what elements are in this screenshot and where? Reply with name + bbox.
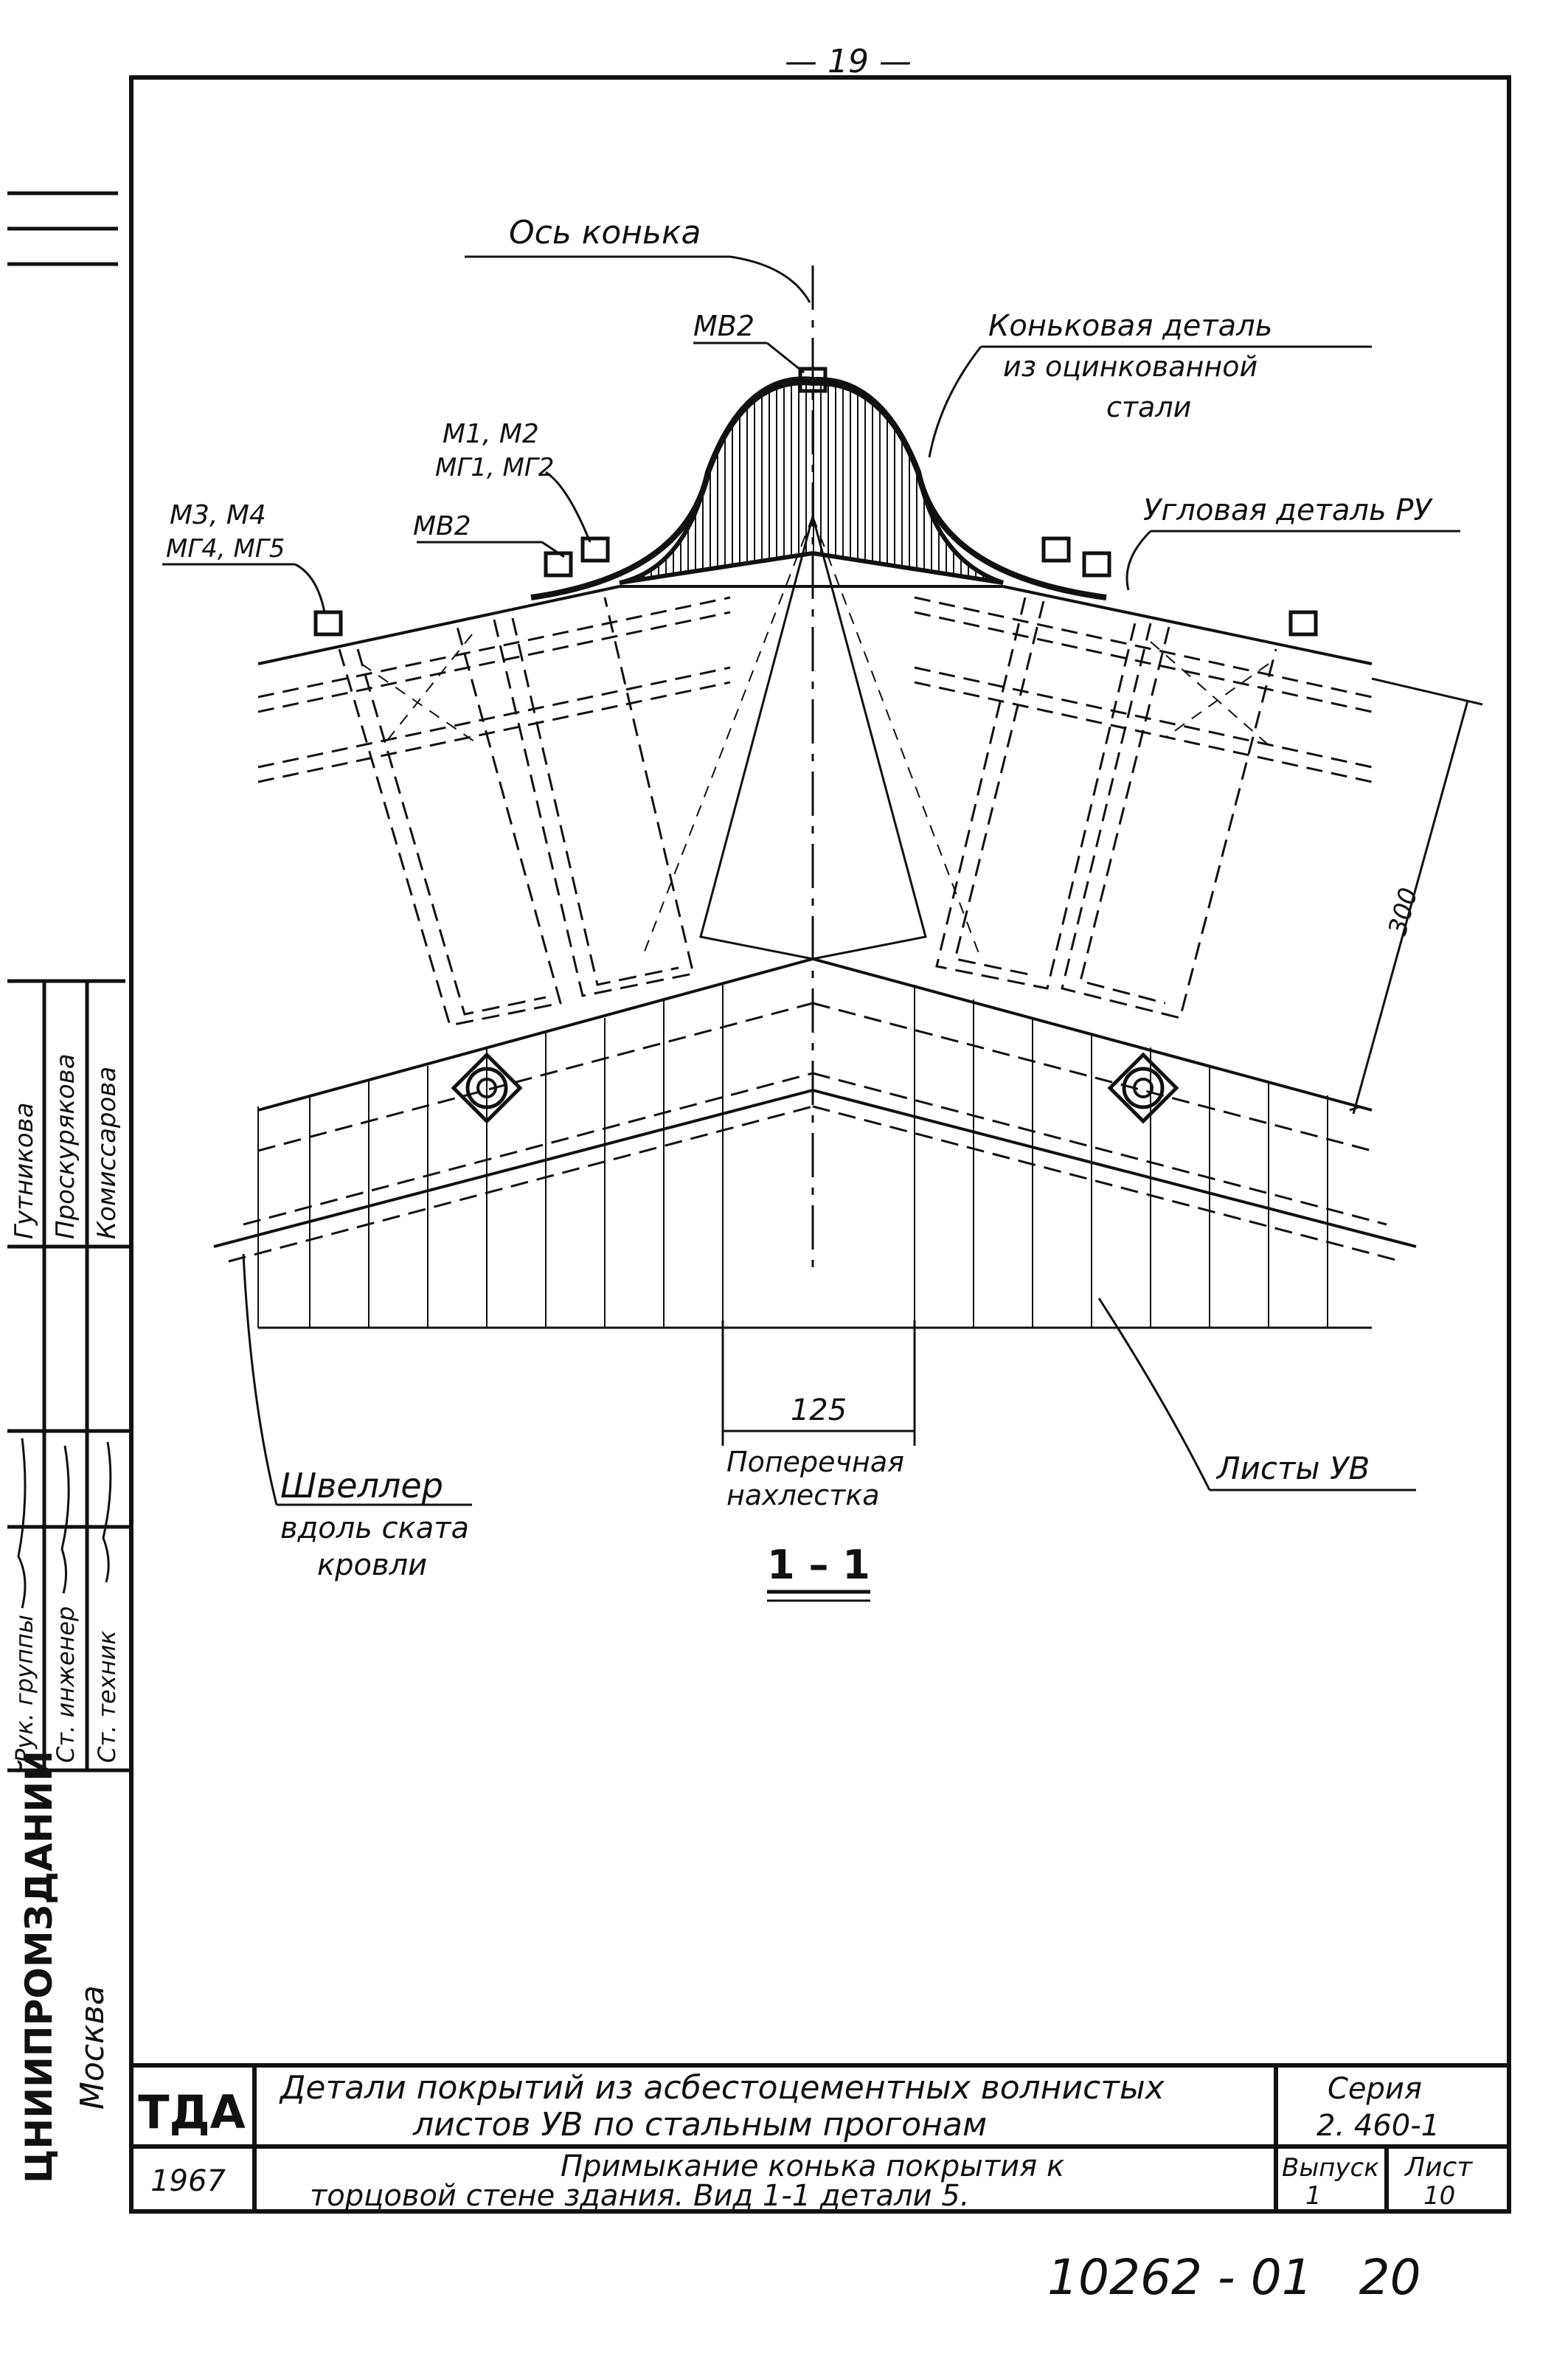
label-m1m2-2: МГ1, МГ2 <box>435 453 554 482</box>
title-code: ТДА <box>138 2085 246 2139</box>
sheet-left-top <box>257 957 814 1112</box>
corrugation-verticals <box>257 985 1328 1328</box>
stamp-signatures <box>17 1438 112 1609</box>
label-m3m4-2: МГ4, МГ5 <box>166 534 285 564</box>
section-mark: 1 – 1 <box>767 1542 870 1588</box>
label-ridge-detail-3: стали <box>1106 391 1191 423</box>
footer-number: 10262 - 01 20 <box>1047 2249 1421 2306</box>
title-block <box>131 2063 1509 2211</box>
binding-marks <box>7 191 131 1773</box>
page-number: — 19 — <box>785 43 912 80</box>
stamp-city: Москва <box>74 1985 111 2110</box>
dimension-300-label: 300 <box>1383 884 1423 938</box>
series-value: 2. 460-1 <box>1317 2109 1440 2143</box>
ridge-axis-leader-arrow <box>729 255 811 303</box>
dimension-125 <box>721 1320 916 1446</box>
title-year: 1967 <box>150 2164 226 2198</box>
label-m3m4-1: М3, М4 <box>170 500 266 530</box>
drawing-frame <box>129 75 1511 2214</box>
issue-value: 1 <box>1305 2181 1322 2211</box>
label-channel-3: кровли <box>317 1548 427 1582</box>
label-corner-detail: Угловая деталь РУ <box>1143 493 1433 527</box>
stamp-name-2: Проскурякова <box>51 1053 80 1239</box>
title-line-2: листов УВ по стальным прогонам <box>412 2106 987 2144</box>
title-line-1: Детали покрытий из асбестоцементных волн… <box>279 2069 1165 2107</box>
label-sheets: Листы УВ <box>1215 1450 1370 1486</box>
label-mb2-top: МВ2 <box>693 310 754 342</box>
leaders <box>162 342 1460 1506</box>
bolt-node-right <box>1107 1052 1179 1124</box>
side-stamp: Рук. группы Ст. инженер Ст. техник Гутни… <box>10 1053 122 2183</box>
label-ridge-detail-2: из оцинкованной <box>1003 350 1257 383</box>
subtitle-line-1: Примыкание конька покрытия к <box>561 2149 1064 2183</box>
sheet-label: Лист <box>1404 2152 1473 2183</box>
sheet-lower-dashed <box>228 1002 1402 1263</box>
dimension-300 <box>1349 677 1483 1115</box>
channel-right <box>935 597 1277 1019</box>
dimension-125-label: 125 <box>791 1393 847 1427</box>
label-channel-2: вдоль ската <box>280 1511 469 1545</box>
label-ridge-axis: Ось конька <box>509 214 701 252</box>
issue-label: Выпуск <box>1282 2153 1379 2183</box>
series-label: Серия <box>1328 2072 1422 2106</box>
label-ridge-detail-1: Коньковая деталь <box>988 309 1272 343</box>
subtitle-line-2: торцовой стене здания. Вид 1-1 детали 5. <box>310 2179 969 2213</box>
stamp-role-3: Ст. техник <box>93 1630 121 1763</box>
label-lap-1: Поперечная <box>726 1446 904 1478</box>
stamp-role-2: Ст. инженер <box>52 1607 80 1763</box>
label-channel-1: Швеллер <box>280 1466 443 1505</box>
label-lap-2: нахлестка <box>726 1479 880 1511</box>
stamp-role-1: Рук. группы <box>10 1615 38 1763</box>
bolts-top <box>313 367 1318 637</box>
eave-line-left <box>213 1089 814 1248</box>
roof-left-top <box>257 585 620 665</box>
label-m1m2-1: М1, М2 <box>443 419 539 449</box>
sheet-value: 10 <box>1423 2181 1455 2211</box>
ridge-cap-outline <box>530 376 1107 600</box>
stamp-name-3: Комиссарова <box>92 1067 122 1239</box>
ridge-cap <box>619 381 1004 585</box>
bracing <box>361 516 1269 960</box>
eave-line-right <box>812 1089 1417 1248</box>
stamp-org: ЦНИИПРОМЗДАНИЙ <box>17 1750 60 2183</box>
stamp-name-1: Гутникова <box>10 1103 39 1239</box>
channel-left <box>338 597 695 1027</box>
roof-right-top <box>1002 585 1373 665</box>
bolt-node-left <box>451 1052 523 1124</box>
label-mb2-left: МВ2 <box>413 511 471 541</box>
